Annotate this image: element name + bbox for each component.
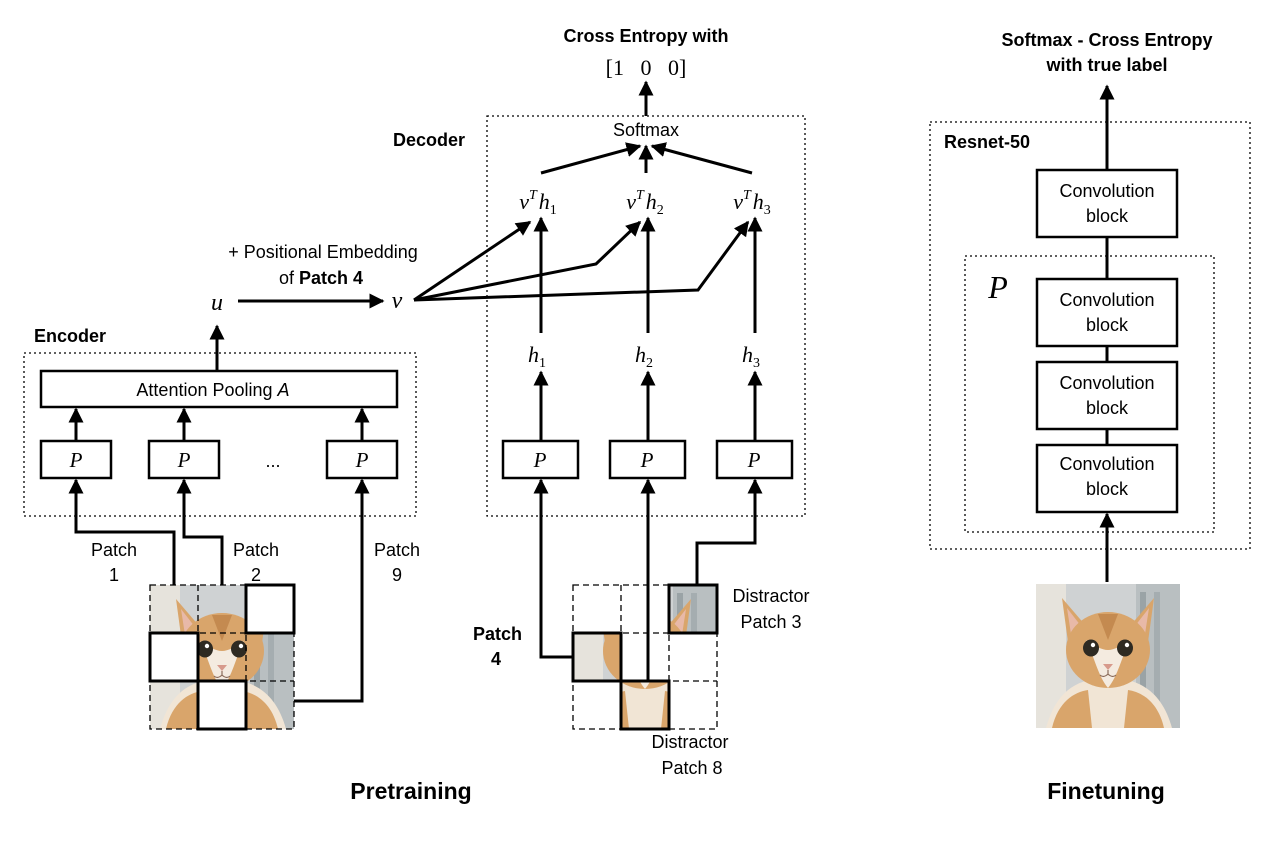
patch-4-image: [571, 631, 623, 683]
decoder-projection-3: P: [715, 439, 794, 480]
masked-patch: [148, 631, 200, 683]
encoder-region: [23, 352, 417, 517]
svg-text:Convolution: Convolution: [1059, 290, 1154, 310]
arrow-dp1-to-softmax: [540, 142, 642, 175]
distractor3-label-bottom: Patch 3: [740, 612, 801, 632]
resnet-region: [929, 121, 1251, 550]
svg-text:P: P: [640, 448, 654, 472]
dot-product-3: vTh3: [733, 188, 771, 218]
line-distractor3: [695, 478, 763, 585]
svg-text:block: block: [1086, 315, 1129, 335]
svg-text:P: P: [177, 448, 191, 472]
patch9-label-bottom: 9: [392, 565, 402, 585]
patch4-label-bottom: 4: [491, 649, 501, 669]
patch1-label-top: Patch: [91, 540, 137, 560]
svg-text:vTh1: vTh1: [519, 188, 557, 218]
decoder-projection-1: P: [501, 439, 580, 480]
finetune-output-line1: Softmax - Cross Entropy: [1001, 30, 1212, 50]
h3-symbol: h3: [742, 342, 760, 371]
resnet-label: Resnet-50: [944, 132, 1030, 152]
convolution-block-4: Convolution block: [1035, 443, 1179, 514]
attention-pooling-label: Attention Pooling A: [136, 380, 289, 400]
softmax-label: Softmax: [613, 120, 679, 140]
encoder-projection-1: P: [39, 439, 113, 480]
u-symbol: u: [211, 290, 223, 316]
distractor8-label-bottom: Patch 8: [661, 758, 722, 778]
masked-patch: [244, 583, 296, 635]
svg-text:Convolution: Convolution: [1059, 373, 1154, 393]
decoder-label: Decoder: [393, 130, 465, 150]
patch4-label-top: Patch: [473, 624, 522, 644]
svg-text:P: P: [69, 448, 83, 472]
encoder-patch-grid: [148, 583, 296, 731]
convolution-block-1: Convolution block: [1035, 168, 1179, 239]
svg-text:P: P: [355, 448, 369, 472]
encoder-ellipsis: ...: [265, 451, 280, 471]
svg-text:vTh2: vTh2: [626, 188, 664, 218]
v-symbol: v: [392, 288, 403, 314]
decoder-region: [486, 115, 806, 517]
svg-text:vTh3: vTh3: [733, 188, 771, 218]
target-vector: [1 0 0]: [606, 55, 687, 80]
positional-embedding-line1: + Positional Embedding: [228, 242, 418, 262]
dot-product-2: vTh2: [626, 188, 664, 218]
arrow-dp3-to-softmax: [650, 142, 753, 175]
distractor-8-image: [619, 679, 671, 731]
patch2-label-top: Patch: [233, 540, 279, 560]
h2-symbol: h2: [635, 342, 653, 371]
distractor8-label-top: Distractor: [651, 732, 728, 752]
decoder-projection-2: P: [608, 439, 687, 480]
h1-symbol: h1: [528, 342, 546, 371]
svg-text:Convolution: Convolution: [1059, 454, 1154, 474]
distractor-3-image: [667, 583, 719, 635]
svg-text:block: block: [1086, 206, 1129, 226]
arrow-v-to-dp1: [413, 220, 532, 302]
encoder-p-region: [964, 255, 1215, 533]
line-patch9: [294, 478, 370, 703]
distractor3-label-top: Distractor: [732, 586, 809, 606]
patch2-label-bottom: 2: [251, 565, 261, 585]
p-symbol: P: [987, 269, 1008, 305]
arrow-v-to-dp3: [413, 220, 750, 302]
line-patch4: [533, 478, 573, 659]
cross-entropy-title: Cross Entropy with: [563, 26, 728, 46]
patch1-label-bottom: 1: [109, 565, 119, 585]
svg-text:P: P: [747, 448, 761, 472]
line-patch2: [176, 478, 224, 585]
svg-text:Convolution: Convolution: [1059, 181, 1154, 201]
convolution-block-3: Convolution block: [1035, 360, 1179, 431]
attention-pooling-box: [39, 369, 399, 409]
decoder-patch-grid: [571, 583, 719, 731]
finetune-output-line2: with true label: [1045, 55, 1167, 75]
svg-text:block: block: [1086, 398, 1129, 418]
masked-patch: [196, 679, 248, 731]
dot-product-1: vTh1: [519, 188, 557, 218]
encoder-projection-2: P: [147, 439, 221, 480]
encoder-label: Encoder: [34, 326, 106, 346]
arrow-v-to-dp2: [413, 220, 642, 302]
finetuning-title: Finetuning: [1047, 778, 1165, 804]
convolution-block-2: Convolution block: [1035, 277, 1179, 348]
positional-embedding-line2: of Patch 4: [279, 268, 363, 288]
line-patch1: [68, 478, 176, 585]
kitten-photo-icon: [1036, 584, 1180, 728]
pretraining-title: Pretraining: [350, 778, 471, 804]
patch9-label-top: Patch: [374, 540, 420, 560]
encoder-projection-9: P: [325, 439, 399, 480]
svg-text:block: block: [1086, 479, 1129, 499]
svg-text:P: P: [533, 448, 547, 472]
